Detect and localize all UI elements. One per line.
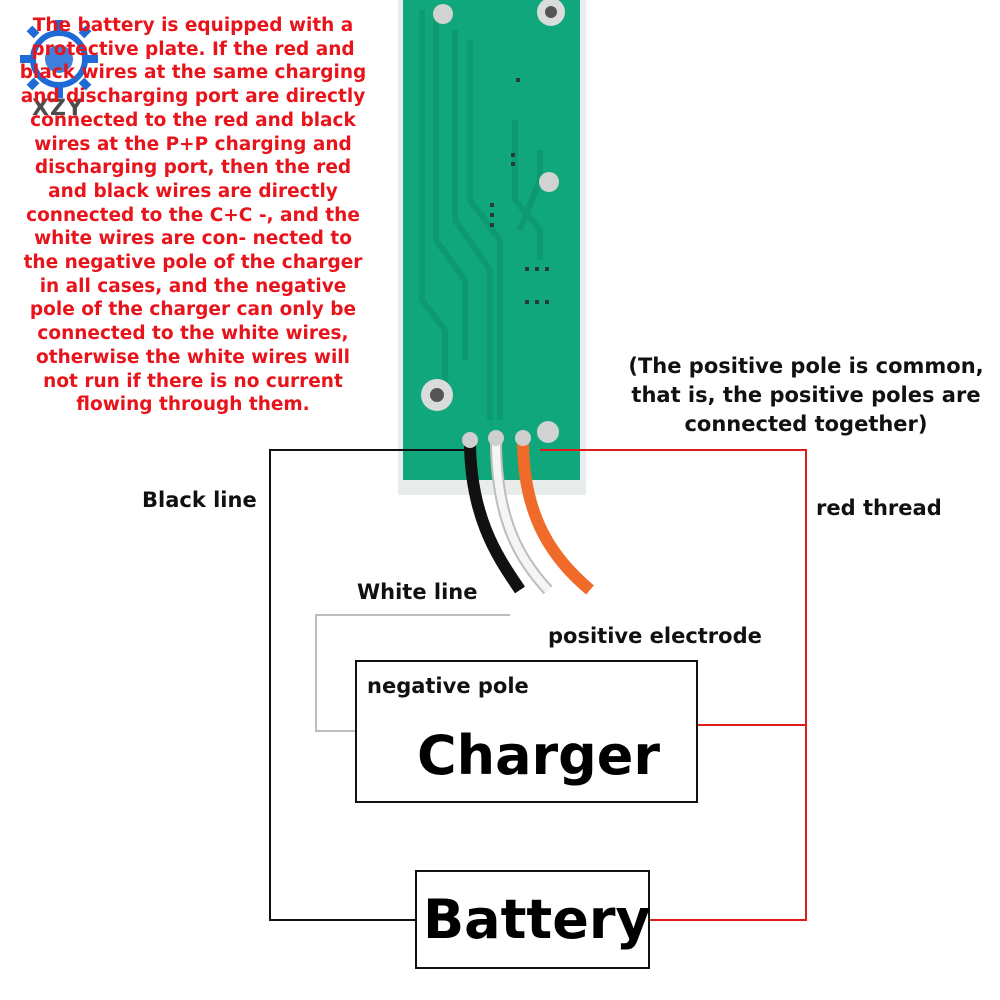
charger-title: Charger (417, 724, 661, 787)
red-thread-label: red thread (816, 496, 942, 520)
black-line-label: Black line (142, 488, 257, 512)
battery-title: Battery (423, 888, 651, 951)
white-wire-path (315, 614, 510, 732)
protection-board (398, 0, 586, 495)
negative-pole-label: negative pole (367, 674, 529, 698)
black-wire-path (269, 449, 470, 921)
common-positive-note: (The positive pole is common, that is, t… (628, 354, 984, 436)
battery-box: Battery (415, 870, 651, 969)
white-line-label: White line (357, 580, 478, 604)
gear-logo-icon (20, 20, 98, 98)
red-wire-path (540, 449, 807, 921)
board-wires (462, 430, 594, 595)
charger-box: negative pole Charger (355, 660, 698, 803)
positive-electrode-label: positive electrode (548, 624, 762, 648)
watermark-text: XZY (32, 96, 84, 121)
protective-plate-note: The battery is equipped with a protectiv… (19, 15, 367, 416)
